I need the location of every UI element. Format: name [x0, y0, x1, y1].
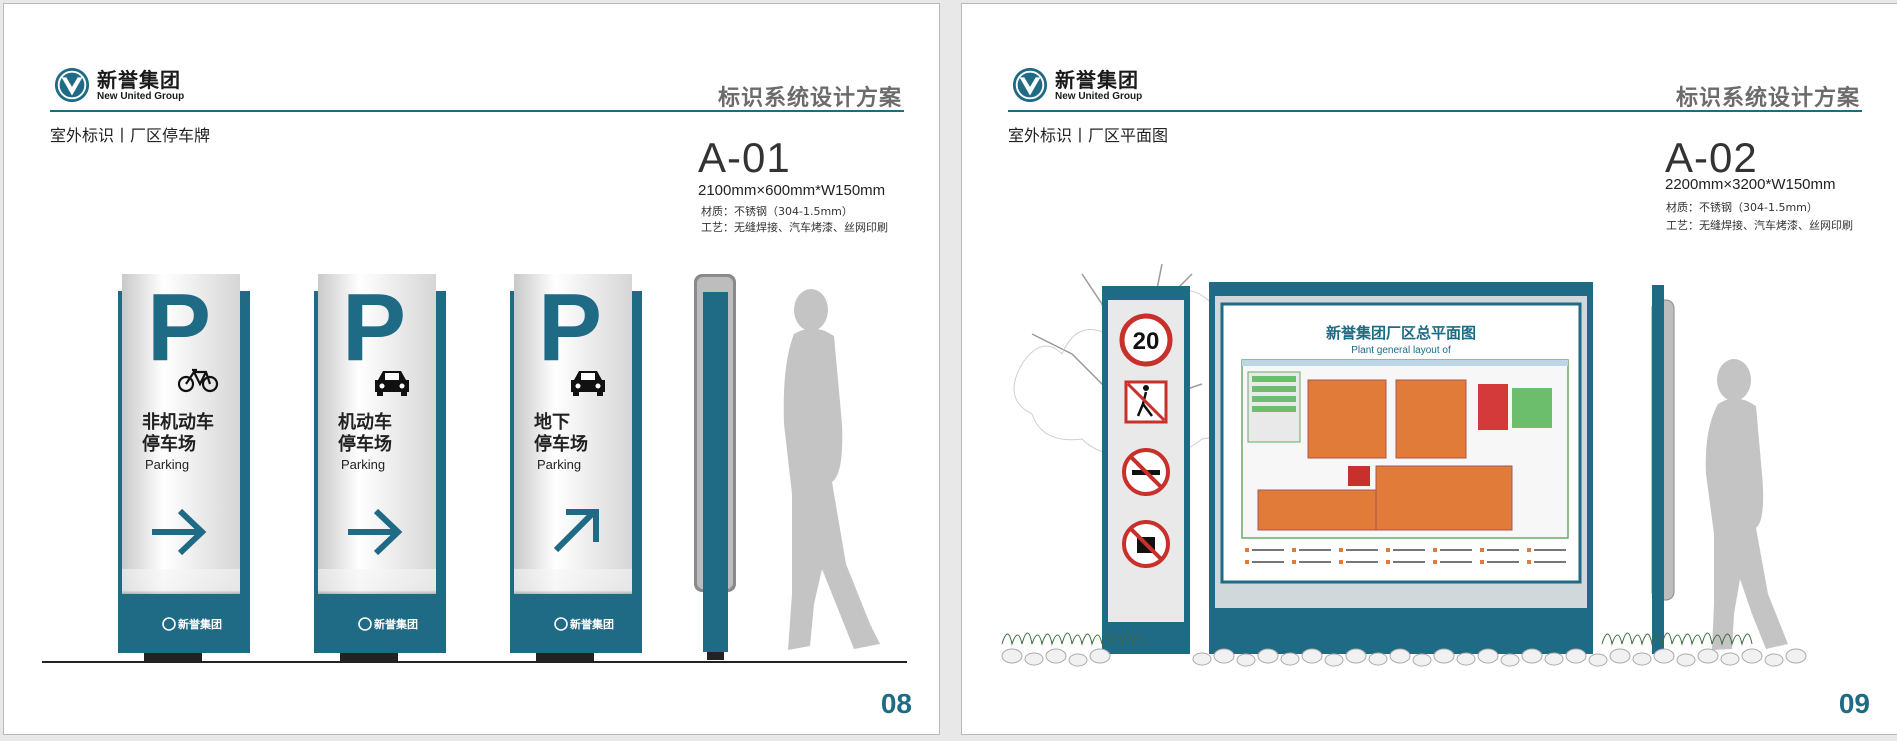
svg-text:20: 20: [1133, 328, 1160, 355]
human-silhouette: [1705, 359, 1788, 650]
bicycle-icon: [177, 368, 219, 393]
page-number: 09: [1838, 688, 1870, 719]
parking-signs-illustration: P 非机动车 停车场 Parking 新誉集团 P: [42, 274, 907, 663]
section-label: 室外标识丨厂区平面图: [1008, 126, 1169, 145]
sign-dimensions: 2200mm×3200*W150mm: [1665, 176, 1836, 193]
header-title: 标识系统设计方案: [1675, 86, 1860, 111]
brand-logo-icon: [1012, 67, 1048, 103]
brand-logo-icon: [358, 617, 372, 631]
arrow-right-icon: [348, 508, 403, 556]
sign-material: 材质：不锈钢（304-1.5mm）: [1666, 201, 1818, 214]
sign-english: Parking: [537, 457, 581, 472]
no-entry-icon: [1122, 520, 1170, 568]
sign-english: Parking: [341, 457, 385, 472]
car-icon: [571, 371, 605, 396]
no-pedestrian-icon: [1124, 380, 1168, 424]
section-label: 室外标识丨厂区停车牌: [50, 126, 211, 145]
sign-code: A-02: [1665, 134, 1758, 181]
arrow-right-icon: [152, 508, 207, 556]
site-map-board-illustration: 20 新誉集团厂区总平面图: [1001, 263, 1807, 667]
sign-side-view: [694, 274, 736, 660]
brand-name-en: New United Group: [97, 90, 185, 102]
parking-sign-car: P 机动车 停车场 Parking 新誉集团: [314, 274, 446, 661]
sign-brand: 新誉集团: [178, 617, 222, 631]
page-number: 08: [880, 688, 912, 719]
grass-and-pebbles: [1001, 632, 1807, 667]
sign-line2: 停车场: [338, 433, 392, 455]
map-legend: [1245, 548, 1566, 564]
parking-sign-bicycle: P 非机动车 停车场 Parking 新誉集团: [118, 274, 250, 661]
site-map-board: 新誉集团厂区总平面图 Plant general layout of: [1209, 282, 1593, 654]
parking-sign-underground: P 地下 停车场 Parking 新誉集团: [510, 274, 642, 661]
brand-name-cn: 新誉集团: [97, 67, 181, 92]
brand-name-en: New United Group: [1055, 90, 1143, 102]
brand-name-cn: 新誉集团: [1055, 67, 1139, 92]
sign-code: A-01: [698, 134, 791, 181]
sign-letter: P: [147, 274, 211, 381]
sign-line1: 地下: [534, 411, 570, 433]
human-silhouette: [783, 289, 880, 650]
brand-logo: 新誉集团 New United Group: [1011, 66, 1142, 104]
sign-line2: 停车场: [142, 433, 196, 455]
board-subtitle: Plant general layout of: [1351, 345, 1451, 356]
brand-logo-icon: [554, 617, 568, 631]
sign-process: 工艺：无缝焊接、汽车烤漆、丝网印刷: [1666, 219, 1853, 232]
board-title: 新誉集团厂区总平面图: [1326, 324, 1476, 342]
sign-process: 工艺：无缝焊接、汽车烤漆、丝网印刷: [701, 221, 888, 234]
header-divider: [1008, 110, 1862, 112]
sign-letter: P: [342, 274, 406, 381]
sign-brand: 新誉集团: [570, 617, 614, 631]
sign-line1: 非机动车: [142, 411, 214, 433]
sign-brand: 新誉集团: [374, 617, 418, 631]
brand-logo-icon: [162, 617, 176, 631]
sign-english: Parking: [145, 457, 189, 472]
sign-letter: P: [538, 274, 602, 381]
page-right: 新誉集团 New United Group 标识系统设计方案 室外标识丨厂区平面…: [961, 3, 1897, 735]
brand-logo: 新誉集团 New United Group: [53, 66, 184, 104]
plant-layout-map: [1241, 359, 1569, 539]
sign-line1: 机动车: [338, 411, 392, 433]
safety-signs-pillar: 20: [1102, 286, 1190, 654]
brand-logo-icon: [54, 67, 90, 103]
board-side-view: [1651, 285, 1675, 654]
sign-dimensions: 2100mm×600mm*W150mm: [698, 182, 886, 199]
sign-material: 材质：不锈钢（304-1.5mm）: [701, 205, 853, 218]
sign-line2: 停车场: [534, 433, 588, 455]
header-divider: [50, 110, 904, 112]
car-icon: [375, 371, 409, 396]
speed-limit-sign: 20: [1119, 313, 1173, 367]
ground-line: [42, 661, 907, 663]
page-left: 新誉集团 New United Group 标识系统设计方案 室外标识丨厂区停车…: [3, 3, 940, 735]
arrow-up-right-icon: [553, 509, 599, 553]
no-smoking-icon: [1122, 448, 1170, 496]
header-title: 标识系统设计方案: [717, 86, 902, 111]
